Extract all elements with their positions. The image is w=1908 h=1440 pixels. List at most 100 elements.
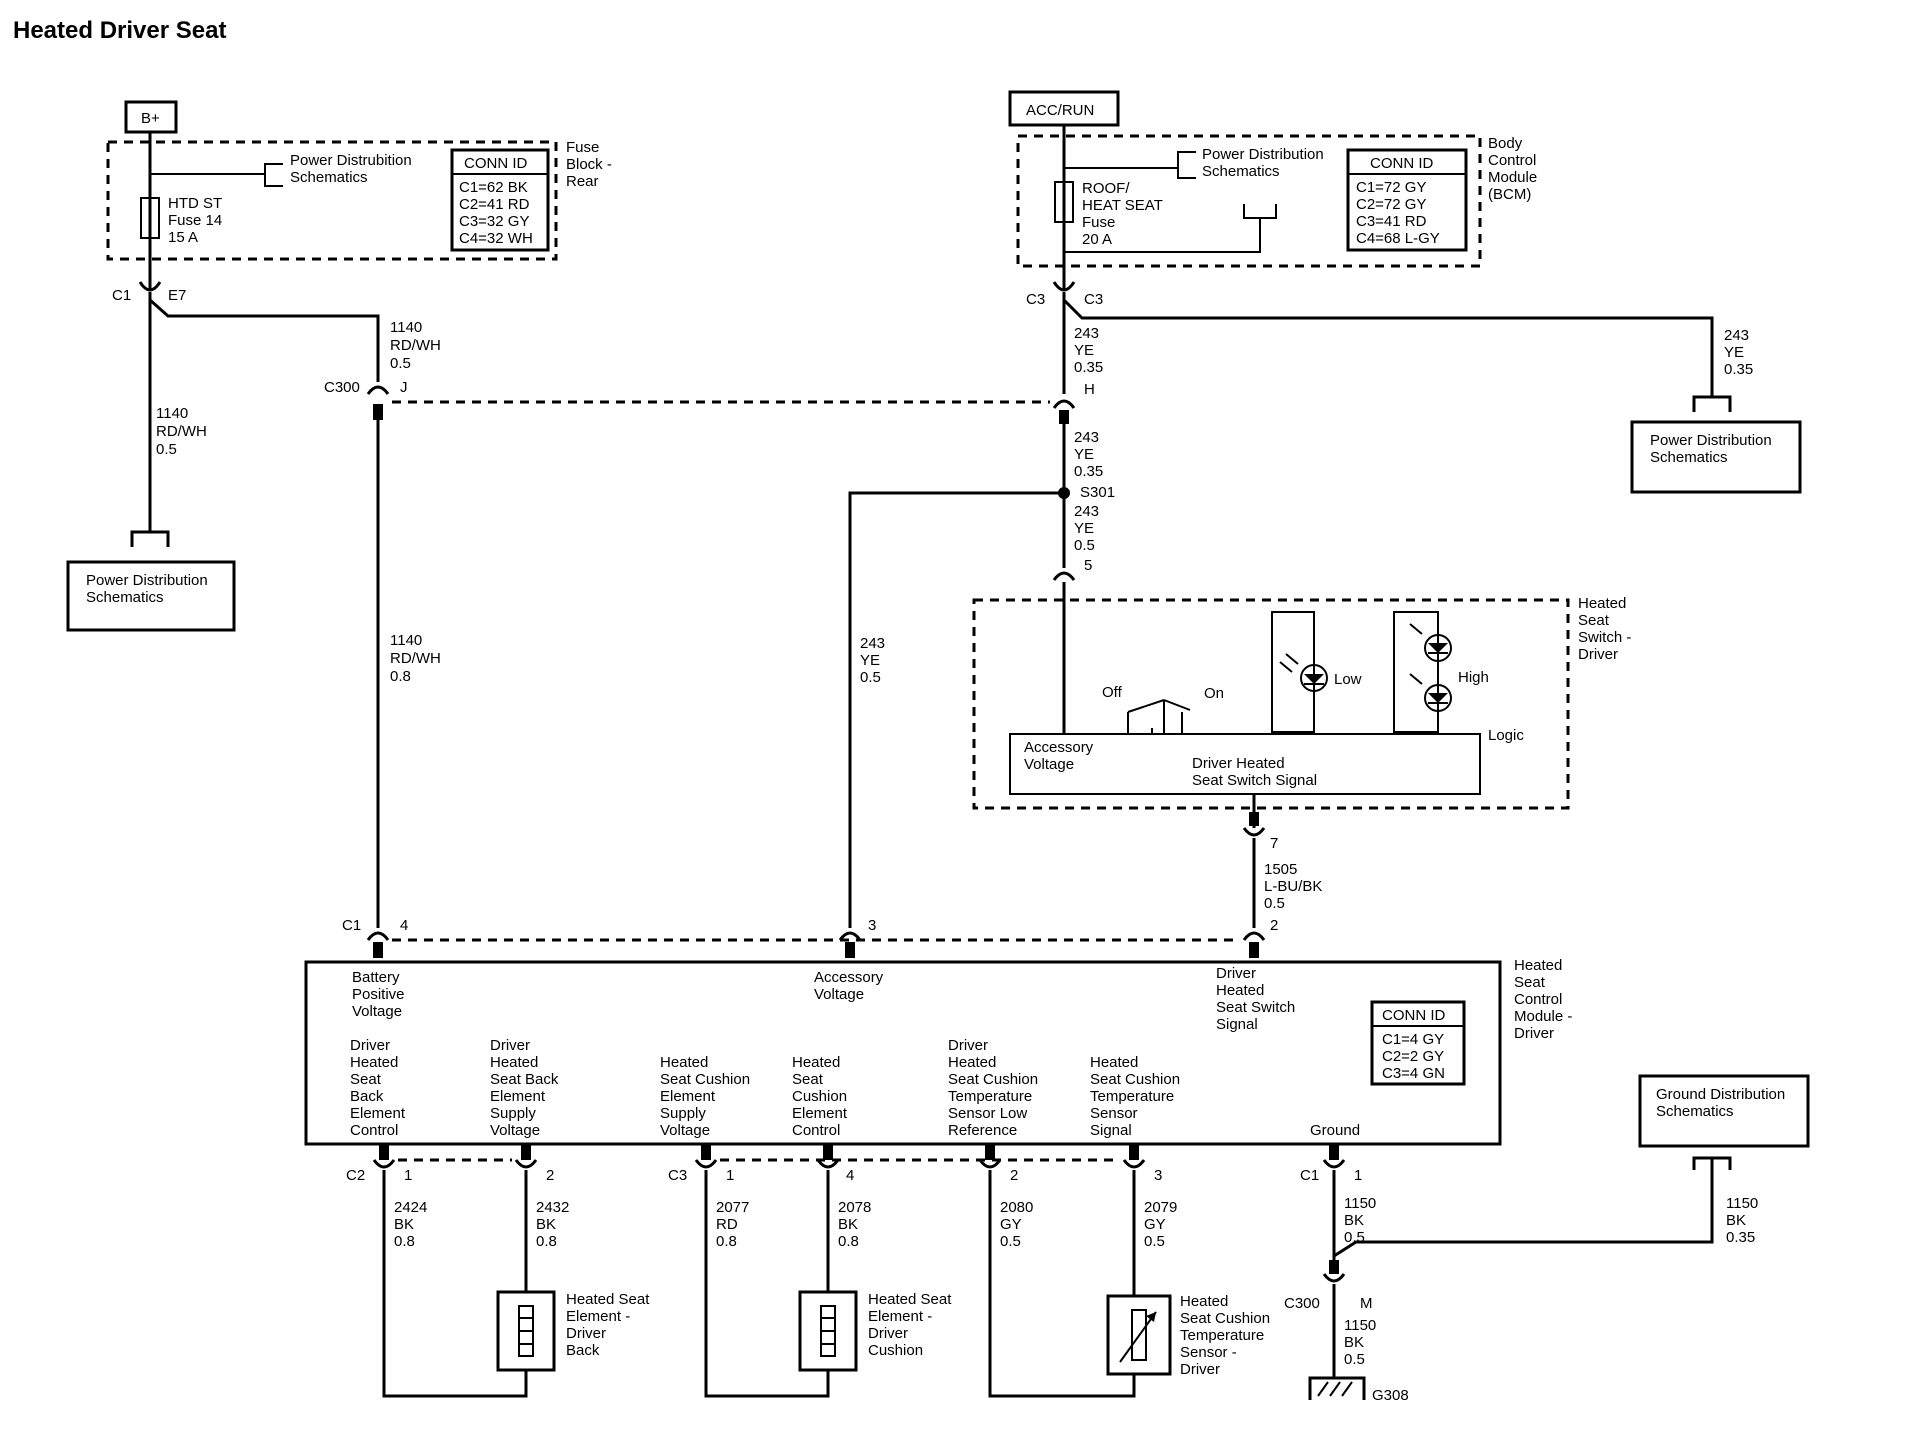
- svg-text:0.8: 0.8: [536, 1233, 557, 1250]
- high-label: High: [1458, 669, 1489, 686]
- svg-text:2432: 2432: [536, 1199, 569, 1216]
- element-cushion-label: Heated Seat Element - Driver Cushion: [868, 1291, 952, 1359]
- svg-text:Power Distribution: Power Distribution: [1202, 146, 1324, 163]
- svg-text:Module -: Module -: [1514, 1008, 1572, 1025]
- svg-text:1140: 1140: [156, 405, 188, 422]
- conn-id-list-module: C1=4 GY C2=2 GY C3=4 GN: [1382, 1031, 1445, 1082]
- page-title: Heated Driver Seat: [13, 17, 226, 44]
- svg-text:Module: Module: [1488, 169, 1537, 186]
- svg-text:RD/WH: RD/WH: [156, 423, 207, 440]
- svg-text:Seat Switch: Seat Switch: [1216, 999, 1295, 1016]
- svg-text:Voltage: Voltage: [352, 1003, 402, 1020]
- bcm-outline: [1016, 134, 1482, 268]
- c1-pin4-icon: [366, 931, 390, 941]
- svg-text:0.8: 0.8: [838, 1233, 859, 1250]
- svg-text:Temperature: Temperature: [948, 1088, 1032, 1105]
- svg-text:Switch -: Switch -: [1578, 629, 1631, 646]
- svg-text:Schematics: Schematics: [1656, 1103, 1734, 1120]
- ground-distribution-box: [1638, 1074, 1810, 1148]
- temp-sensor-signal-label: Heated Seat Cushion Temperature Sensor S…: [1090, 1054, 1180, 1139]
- svg-text:1140: 1140: [390, 319, 422, 336]
- svg-text:Heated: Heated: [948, 1054, 996, 1071]
- svg-text:Rear: Rear: [566, 173, 599, 190]
- svg-text:2080: 2080: [1000, 1199, 1033, 1216]
- switch-pin7-connector-icon: [1242, 827, 1266, 837]
- conn-id-list-bcm: C1=72 GY C2=72 GY C3=41 RD C4=68 L-GY: [1356, 179, 1440, 247]
- g308-label: G308: [1372, 1387, 1409, 1404]
- ground-c1-pin1-icon: [1322, 1159, 1346, 1169]
- c300-pin-m: M: [1360, 1295, 1373, 1312]
- svg-text:0.35: 0.35: [1074, 359, 1103, 376]
- conn-id-table-fuse-block: [450, 148, 550, 252]
- svg-text:Reference: Reference: [948, 1122, 1017, 1139]
- svg-text:Heated Seat: Heated Seat: [566, 1291, 650, 1308]
- c2-pin-1: 1: [404, 1167, 412, 1184]
- wire-label-1140-left: 1140 RD/WH 0.5: [156, 405, 207, 458]
- switch-signal-label: Driver Heated Seat Switch Signal: [1192, 755, 1317, 789]
- svg-text:Heated: Heated: [490, 1054, 538, 1071]
- svg-text:1505: 1505: [1264, 861, 1297, 878]
- wire-label-2077: 2077 RD 0.8: [716, 1199, 749, 1250]
- fuse-block-rear-outline: [106, 140, 558, 261]
- fuse-roof-heat-seat-icon: [1054, 181, 1074, 223]
- svg-text:Driver: Driver: [1180, 1361, 1220, 1378]
- svg-text:Supply: Supply: [660, 1105, 706, 1122]
- svg-text:Battery: Battery: [352, 969, 400, 986]
- ground-label: Ground: [1310, 1122, 1360, 1139]
- c3-pin-4: 4: [846, 1167, 854, 1184]
- svg-text:BK: BK: [1726, 1212, 1746, 1229]
- svg-text:Driver: Driver: [566, 1325, 606, 1342]
- svg-text:HTD ST: HTD ST: [168, 195, 222, 212]
- svg-text:Control: Control: [1488, 152, 1536, 169]
- svg-text:Seat Cushion: Seat Cushion: [660, 1071, 750, 1088]
- c2-pin2-icon: [514, 1159, 538, 1169]
- svg-text:BK: BK: [838, 1216, 858, 1233]
- svg-text:BK: BK: [1344, 1334, 1364, 1351]
- svg-text:0.8: 0.8: [390, 668, 411, 685]
- c2-label: C2: [346, 1167, 365, 1184]
- heated-seat-control-module: [304, 960, 1502, 1146]
- svg-text:Positive: Positive: [352, 986, 405, 1003]
- svg-text:Fuse: Fuse: [1082, 214, 1115, 231]
- acc-run-label: ACC/RUN: [1026, 102, 1094, 119]
- pin-label: C1: [112, 287, 131, 304]
- svg-text:Signal: Signal: [1090, 1122, 1132, 1139]
- s301-label: S301: [1080, 484, 1115, 501]
- svg-text:YE: YE: [1074, 520, 1094, 537]
- fuse-htd-st-label: HTD ST Fuse 14 15 A: [168, 195, 222, 246]
- svg-text:GY: GY: [1144, 1216, 1166, 1233]
- c3-pin-1: 1: [726, 1167, 734, 1184]
- c1-label: C1: [342, 917, 361, 934]
- svg-text:0.5: 0.5: [1074, 537, 1095, 554]
- pd-box-right: [1630, 420, 1802, 494]
- svg-text:Schematics: Schematics: [290, 169, 368, 186]
- connector-bracket: [1692, 395, 1732, 412]
- connector-bracket: [130, 530, 170, 547]
- pin-label: C3: [1084, 291, 1103, 308]
- ground-distribution-label: Ground Distribution Schematics: [1656, 1086, 1785, 1120]
- wire-label-1140-mid: 1140 RD/WH 0.8: [390, 632, 441, 685]
- c1-pin-4: 4: [400, 917, 408, 934]
- wire-label-1150-b: 1150 BK 0.5: [1344, 1317, 1376, 1368]
- switch-off-label: Off: [1102, 684, 1123, 701]
- module-label: Heated Seat Control Module - Driver: [1514, 957, 1572, 1042]
- svg-text:Accessory: Accessory: [1024, 739, 1094, 756]
- svg-text:2079: 2079: [1144, 1199, 1177, 1216]
- svg-text:Voltage: Voltage: [660, 1122, 710, 1139]
- conn-id-table-module: [1370, 1000, 1466, 1086]
- high-led-1-icon: [1424, 634, 1452, 662]
- pin-label: C3: [1026, 291, 1045, 308]
- svg-text:Driver: Driver: [1514, 1025, 1554, 1042]
- c3-pin3-icon: [1122, 1159, 1146, 1169]
- svg-text:Element: Element: [490, 1088, 546, 1105]
- svg-text:YE: YE: [1724, 344, 1744, 361]
- svg-text:2424: 2424: [394, 1199, 427, 1216]
- svg-text:RD/WH: RD/WH: [390, 337, 441, 354]
- conn-id-title: CONN ID: [1370, 155, 1434, 172]
- connector-c3-icon: [1052, 281, 1076, 292]
- wire-label-2424: 2424 BK 0.8: [394, 1199, 427, 1250]
- svg-text:Voltage: Voltage: [814, 986, 864, 1003]
- svg-text:Heated: Heated: [792, 1054, 840, 1071]
- svg-text:1150: 1150: [1344, 1317, 1376, 1334]
- wire-label-2078: 2078 BK 0.8: [838, 1199, 871, 1250]
